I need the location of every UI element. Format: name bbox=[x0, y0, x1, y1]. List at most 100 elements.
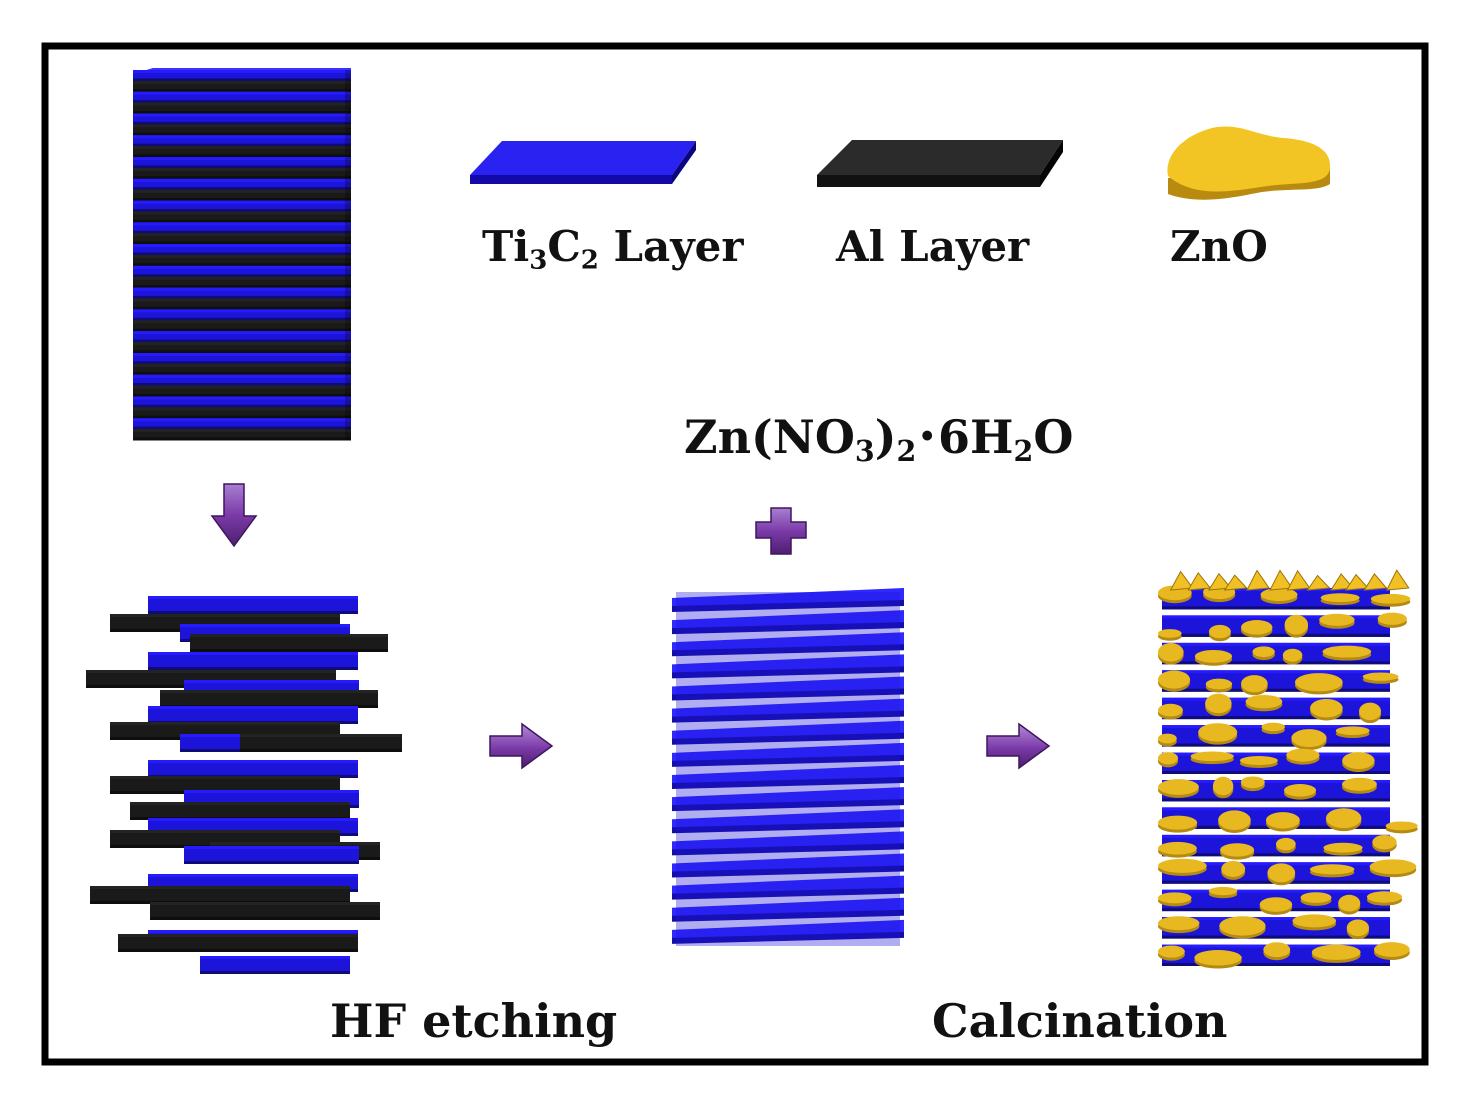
zno-particle bbox=[1239, 755, 1278, 769]
ti3c2-layer bbox=[133, 265, 351, 278]
ti3c2-layer bbox=[133, 244, 351, 256]
zno-particle bbox=[1309, 864, 1355, 878]
al-layer bbox=[133, 385, 351, 397]
al-layer bbox=[240, 734, 402, 752]
ti3c2-layer-swatch bbox=[470, 141, 696, 184]
al-layer bbox=[133, 276, 351, 289]
ti3c2-layer bbox=[672, 720, 904, 745]
right-arrow-etching-icon bbox=[489, 722, 554, 770]
zno-particle bbox=[1158, 892, 1192, 907]
zno-particle bbox=[1198, 723, 1238, 745]
zno-particle bbox=[1323, 842, 1363, 856]
stack-edge-shade bbox=[345, 70, 351, 440]
ti3c2-layer bbox=[672, 831, 904, 856]
zno-particle bbox=[1241, 620, 1273, 638]
zno-particle bbox=[1373, 942, 1410, 960]
ti3c2-layer bbox=[133, 309, 351, 321]
zno-particle bbox=[1241, 675, 1268, 696]
zno-particle bbox=[1295, 673, 1343, 695]
stack-body-shade bbox=[676, 592, 900, 946]
zinc-nitrate-reagent-label: Zn(NO3)2•6H2O bbox=[684, 410, 1074, 468]
ti3c2-layer bbox=[672, 897, 904, 922]
al-layer bbox=[133, 80, 351, 93]
zno-particle bbox=[1385, 821, 1418, 834]
zno-particle bbox=[1158, 733, 1177, 747]
zno-particle bbox=[1346, 919, 1370, 940]
zno-particle bbox=[1158, 858, 1207, 876]
zno-particle bbox=[1282, 648, 1303, 665]
zno-particle bbox=[1300, 892, 1332, 906]
al-layer bbox=[133, 298, 351, 310]
zno-particle bbox=[1259, 897, 1293, 915]
zno-particle bbox=[1158, 815, 1198, 833]
zno-particle bbox=[1194, 950, 1242, 969]
al-layer bbox=[133, 211, 351, 223]
zno-particle bbox=[1208, 624, 1231, 642]
zno-particle bbox=[1158, 703, 1183, 720]
ti3c2-layer-label: Ti3C2 Layer bbox=[482, 222, 744, 276]
ti3c2-layer bbox=[672, 787, 904, 812]
zno-particle bbox=[1205, 693, 1232, 717]
zno-particle bbox=[1362, 672, 1399, 684]
ti3c2-layer bbox=[133, 200, 351, 212]
zno-particle bbox=[1291, 729, 1327, 751]
ti3c2-layer bbox=[672, 588, 904, 612]
zno-particle bbox=[1325, 808, 1362, 832]
ti3c2-layer bbox=[148, 652, 358, 670]
zno-particle bbox=[1265, 812, 1300, 832]
al-layer-swatch bbox=[817, 140, 1063, 187]
zno-particle bbox=[1205, 678, 1233, 693]
ti3c2-layer bbox=[133, 352, 351, 365]
zno-particle bbox=[1341, 777, 1377, 794]
ti3c2-mxene-stack bbox=[672, 588, 904, 946]
zno-particle bbox=[1338, 894, 1361, 915]
ti3c2-layer bbox=[148, 760, 358, 778]
ti3c2-layer bbox=[133, 222, 351, 234]
ti3c2-layer bbox=[672, 654, 904, 679]
zno-particle-swatch bbox=[1167, 126, 1331, 200]
ti3c2-layer bbox=[133, 70, 351, 82]
ti3c2-layer bbox=[200, 956, 350, 974]
zno-particle bbox=[1245, 694, 1283, 712]
zno-particle bbox=[1218, 810, 1251, 833]
zno-particle bbox=[1335, 726, 1370, 739]
zno-particle bbox=[1286, 748, 1320, 765]
al-layer bbox=[133, 407, 351, 419]
zno-particle bbox=[1158, 752, 1179, 768]
zno-particle bbox=[1158, 779, 1199, 798]
ti3c2-layer bbox=[133, 418, 351, 430]
zno-particle bbox=[1260, 588, 1298, 605]
etched-accordion-stack bbox=[86, 596, 402, 974]
zno-particle bbox=[1319, 613, 1355, 629]
ti3c2-layer bbox=[672, 765, 904, 789]
al-layer bbox=[133, 167, 351, 180]
zno-particle bbox=[1158, 945, 1185, 961]
zno-particle bbox=[1252, 646, 1275, 661]
ti3c2-layer bbox=[1162, 615, 1390, 637]
zno-particle bbox=[1158, 629, 1182, 641]
al-layer bbox=[133, 255, 351, 267]
zno-particle bbox=[1219, 916, 1266, 939]
zno-particle bbox=[1366, 891, 1403, 906]
zno-top-crust bbox=[1169, 569, 1410, 591]
al-layer bbox=[133, 124, 351, 136]
zno-particle bbox=[1240, 776, 1265, 792]
zno-particle bbox=[1261, 722, 1285, 735]
zno-particle bbox=[1292, 914, 1337, 931]
ti3c2-layer bbox=[672, 698, 904, 723]
ti3c2-layer bbox=[133, 331, 351, 343]
max-phase-stack bbox=[133, 68, 351, 441]
zno-particle bbox=[1194, 649, 1233, 666]
al-layer bbox=[133, 342, 351, 354]
calcination-label: Calcination bbox=[932, 994, 1228, 1048]
ti3c2-layer bbox=[672, 919, 904, 944]
zno-particle bbox=[1158, 841, 1197, 858]
plus-icon bbox=[755, 507, 807, 555]
zno-particle bbox=[1263, 942, 1291, 961]
ti3c2-layer bbox=[672, 875, 904, 900]
al-layer bbox=[133, 320, 351, 332]
ti3c2-layer bbox=[148, 596, 358, 614]
zno-particle bbox=[1158, 670, 1191, 692]
al-layer bbox=[90, 886, 350, 904]
